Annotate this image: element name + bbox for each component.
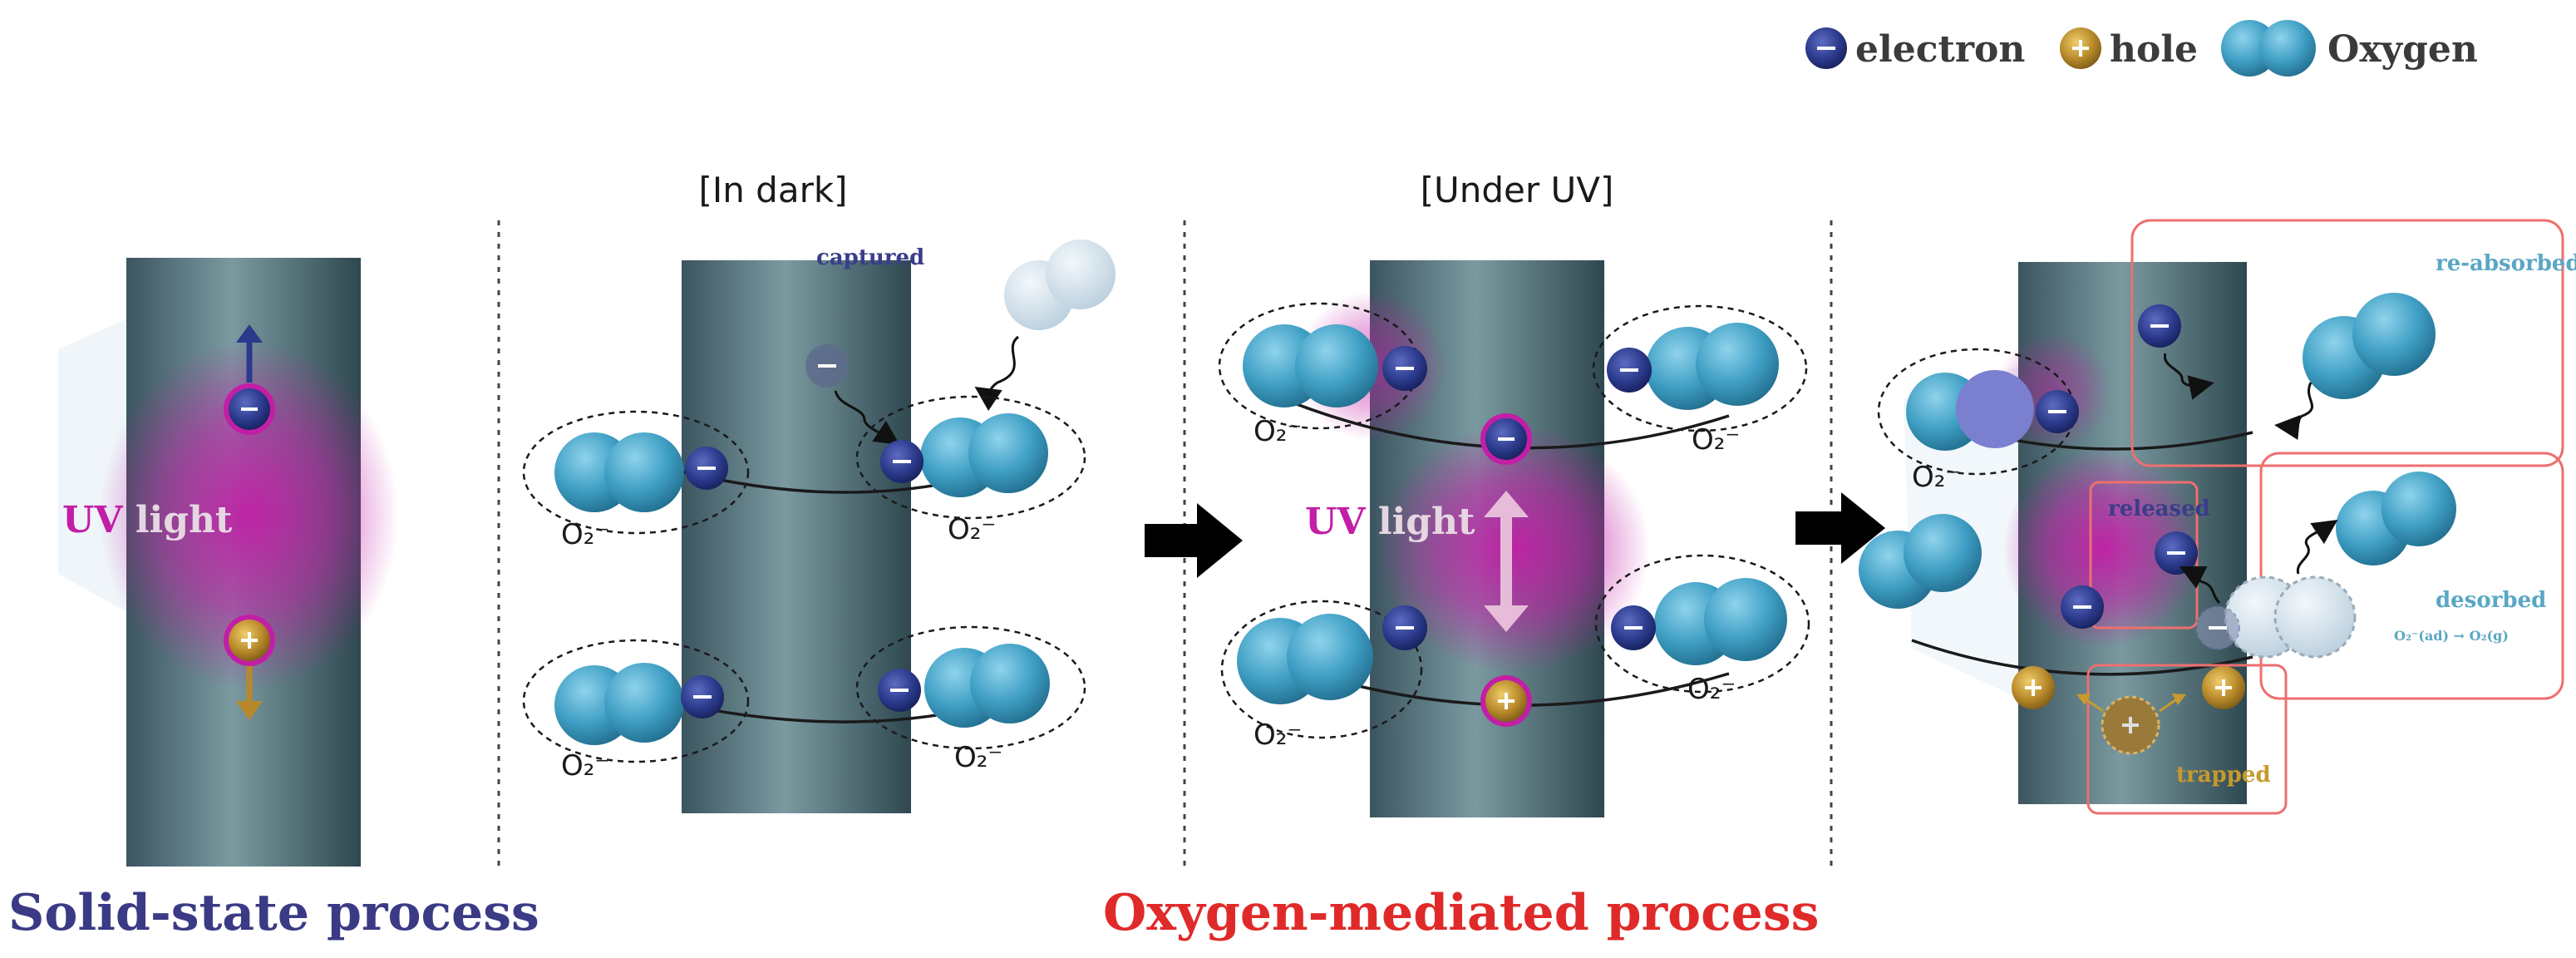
- superoxide-label: O₂⁻: [1254, 415, 1302, 448]
- electron: [681, 675, 724, 718]
- superoxide-label: O₂⁻: [561, 749, 609, 783]
- desorbed-box: [2259, 452, 2564, 700]
- legend-oxygen-icon: [2221, 20, 2316, 77]
- electron-released: [2155, 531, 2198, 575]
- legend: electron hole Oxygen: [1805, 20, 2478, 77]
- trap-arrow: [2159, 697, 2179, 713]
- oxygen-molecule: [1646, 323, 1779, 410]
- electron-moving-up: [224, 324, 275, 435]
- electron: [880, 440, 924, 483]
- panel-in-dark: [In dark] captured O₂⁻: [522, 170, 1116, 813]
- oxygen-molecule-leaving: [2336, 472, 2456, 565]
- electron: [2036, 390, 2079, 433]
- adsorbed-oxygen-ring: [855, 395, 1086, 520]
- trap-arrow: [2084, 697, 2104, 713]
- superoxide-label: O₂⁻: [1692, 423, 1740, 457]
- arrow-reabsorb-oxygen: [2274, 382, 2313, 441]
- oxygen-molecule: [1654, 578, 1787, 665]
- electron: [1382, 346, 1427, 391]
- hole: [1480, 675, 1532, 727]
- process-arrow-2: [1795, 492, 1885, 564]
- electron-captured: [805, 344, 849, 388]
- released-label: released: [2108, 496, 2210, 521]
- adsorbed-oxygen-ring: [522, 639, 750, 763]
- trapped-label: trapped: [2176, 763, 2271, 788]
- superoxide-label: O₂⁻: [561, 518, 609, 551]
- oxygen-molecule: [924, 644, 1050, 728]
- electron: [2138, 304, 2181, 348]
- uv-glow: [100, 341, 399, 690]
- arrow-capture: [834, 390, 900, 445]
- oxygen-molecule-desorbing: [2224, 575, 2357, 659]
- hole-moving-down: [224, 615, 275, 720]
- re-absorbed-label: re-absorbed: [2436, 251, 2576, 276]
- rod: [682, 260, 911, 813]
- panel-recovery: O₂⁻ re-absorbed released: [1859, 219, 2576, 815]
- legend-electron-icon: [1805, 27, 1847, 69]
- re-absorbed-box: [2130, 219, 2564, 467]
- arrow-desorb: [2296, 520, 2338, 575]
- oxygen-molecule: [1237, 614, 1373, 704]
- electron: [1607, 348, 1652, 393]
- trapped-box: [2086, 664, 2288, 815]
- hole: [2012, 666, 2055, 709]
- panel-title-uv: [Under UV]: [1421, 170, 1614, 210]
- electron: [1382, 605, 1427, 650]
- panel-under-uv: [Under UV] UV light: [1218, 170, 1810, 817]
- solid-state-process-label: Solid-state process: [8, 884, 539, 942]
- legend-oxygen-label: Oxygen: [2327, 28, 2478, 71]
- oxygen-molecule-free: [1004, 240, 1116, 330]
- oxygen-molecule-free: [1859, 514, 1982, 609]
- superoxide-label: O₂⁻: [1687, 673, 1736, 706]
- superoxide-label: O₂⁻: [948, 513, 996, 546]
- hole-trapped: [2101, 695, 2160, 755]
- legend-electron-label: electron: [1855, 28, 2025, 71]
- electron: [685, 447, 728, 490]
- panel-solid-state: UV light: [58, 258, 399, 867]
- arrow-reabsorb-electron: [2163, 353, 2214, 400]
- arrow-release: [2179, 565, 2221, 605]
- arrow-adsorption: [974, 335, 1020, 412]
- desorb-equation: O₂⁻(ad) → O₂(g): [2394, 628, 2509, 644]
- oxygen-molecule: [1906, 370, 2034, 451]
- adsorbed-oxygen-ring: [1220, 600, 1423, 739]
- adsorbed-oxygen-ring: [1592, 304, 1808, 432]
- oxygen-molecule: [2303, 293, 2436, 399]
- oxygen-mediated-process-label: Oxygen-mediated process: [1103, 884, 1819, 942]
- electron-ghost: [2195, 605, 2240, 650]
- uv-light-label: UV light: [1305, 501, 1475, 543]
- legend-hole-icon: [2060, 27, 2101, 69]
- desorbed-label: desorbed: [2436, 588, 2546, 613]
- hole: [2202, 666, 2245, 709]
- captured-label: captured: [816, 245, 924, 270]
- adsorbed-oxygen-ring: [1594, 554, 1810, 694]
- adsorbed-oxygen-ring: [855, 625, 1086, 750]
- uv-glow: [2003, 449, 2203, 649]
- panel-title-dark: [In dark]: [698, 170, 847, 210]
- uv-glow: [1376, 424, 1650, 674]
- legend-hole-label: hole: [2110, 28, 2198, 71]
- double-arrow: [1484, 491, 1529, 632]
- electron: [2061, 585, 2104, 629]
- superoxide-label: O₂⁻: [1254, 718, 1302, 752]
- oxygen-molecule: [920, 413, 1048, 497]
- electron: [1480, 413, 1532, 465]
- electron: [1611, 605, 1656, 650]
- superoxide-label: O₂⁻: [1912, 461, 1960, 494]
- oxygen-molecule: [554, 663, 684, 745]
- oxygen-molecule: [1243, 324, 1378, 407]
- electron: [878, 669, 921, 712]
- adsorbed-oxygen-ring: [522, 410, 750, 535]
- oxygen-molecule: [554, 432, 684, 512]
- process-arrow-1: [1145, 503, 1243, 578]
- superoxide-label: O₂⁻: [954, 741, 1002, 774]
- uv-light-label: UV light: [62, 499, 233, 541]
